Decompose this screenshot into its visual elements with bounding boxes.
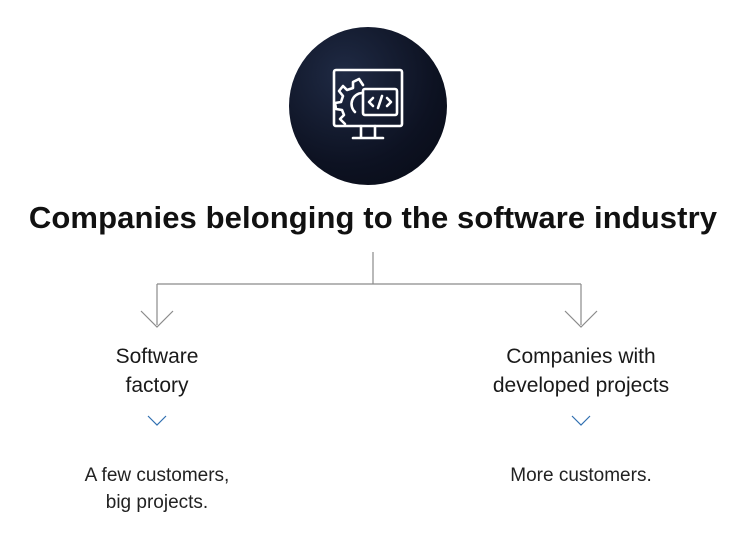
emblem-circle	[289, 27, 447, 185]
right-arrowhead	[564, 310, 598, 328]
chevron-down-icon	[147, 415, 167, 426]
diagram-title: Companies belonging to the software indu…	[28, 200, 718, 235]
left-arrowhead	[140, 310, 174, 328]
branch-title-line: factory	[125, 374, 189, 397]
monitor-code-gear-icon	[332, 68, 404, 140]
branch-desc-line: A few customers,	[84, 465, 230, 486]
branch-title-line: Software	[115, 345, 199, 368]
branch-title-line: developed projects	[492, 374, 670, 397]
branch-developed-projects-title: Companies with developed projects	[451, 342, 711, 400]
branch-desc-line: More customers.	[510, 465, 652, 486]
branch-software-factory-title: Software factory	[57, 342, 257, 400]
branch-desc-line: big projects.	[105, 492, 209, 513]
branch-software-factory-desc: A few customers, big projects.	[37, 462, 277, 516]
chevron-down-icon	[571, 415, 591, 426]
branch-title-line: Companies with	[506, 345, 656, 368]
branch-developed-projects-desc: More customers.	[461, 462, 701, 489]
